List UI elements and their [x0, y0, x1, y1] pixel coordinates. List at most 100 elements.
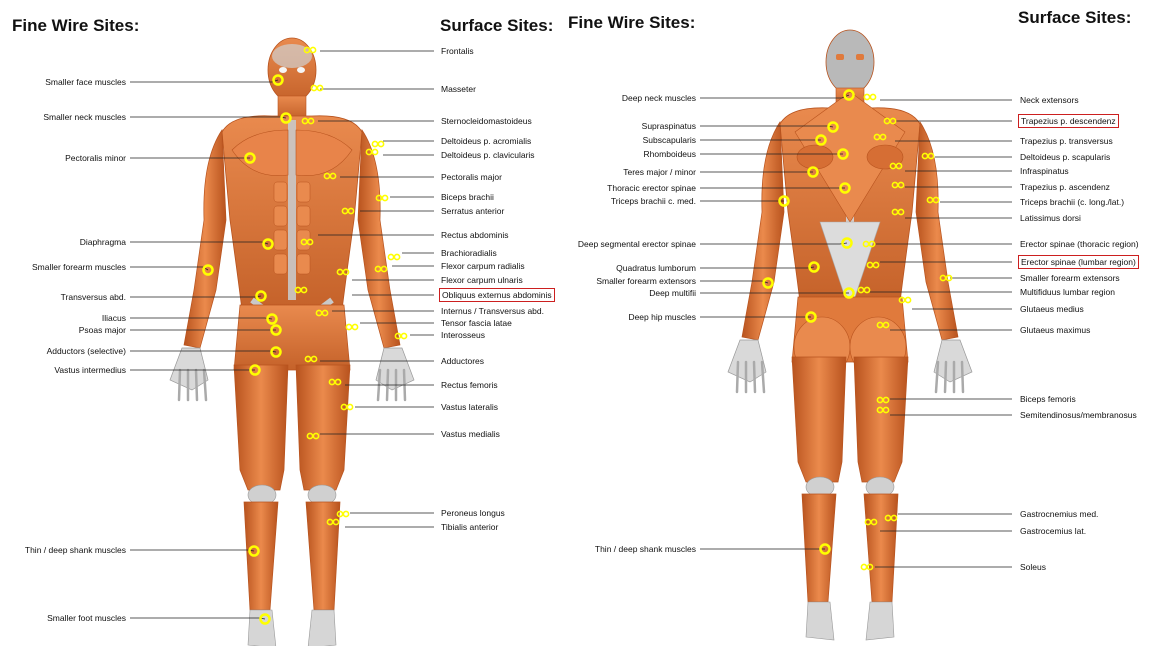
- surface-marker: [861, 564, 866, 569]
- label-frontalis: Frontalis: [441, 46, 474, 56]
- foot: [806, 602, 834, 640]
- label-interosseus: Interosseus: [441, 330, 485, 340]
- label-biceps-brachii: Biceps brachii: [441, 192, 494, 202]
- label-smaller-forearm-extensors: Smaller forearm extensors: [1020, 273, 1120, 283]
- label-masseter: Masseter: [441, 84, 476, 94]
- label-smaller-face-muscles: Smaller face muscles: [45, 77, 126, 87]
- arm: [742, 122, 784, 340]
- label-deep-neck-muscles: Deep neck muscles: [622, 93, 696, 103]
- label-pectoralis-major: Pectoralis major: [441, 172, 502, 182]
- label-quadratus-lumborum: Quadratus lumborum: [616, 263, 696, 273]
- label-tibialis-anterior: Tibialis anterior: [441, 522, 498, 532]
- label-triceps-brachii-c-long-lat: Triceps brachii (c. long./lat.): [1020, 197, 1124, 207]
- thigh: [296, 365, 350, 490]
- label-internus-transversus-abd: Internus / Transversus abd.: [441, 306, 544, 316]
- label-deep-segmental-erector-spinae: Deep segmental erector spinae: [578, 239, 696, 249]
- surface-marker: [388, 254, 393, 259]
- label-biceps-femoris: Biceps femoris: [1020, 394, 1076, 404]
- label-smaller-forearm-muscles: Smaller forearm muscles: [32, 262, 126, 272]
- front-surface-header: Surface Sites:: [440, 16, 553, 36]
- label-erector-spinae-thoracic-region: Erector spinae (thoracic region): [1020, 239, 1139, 249]
- foot: [866, 602, 894, 640]
- shank: [244, 502, 278, 610]
- label-rectus-abdominis: Rectus abdominis: [441, 230, 509, 240]
- surface-marker: [346, 324, 351, 329]
- label-trapezius-p-descendenz: Trapezius p. descendenz: [1020, 116, 1117, 126]
- label-gastrocemius-lat: Gastrocemius lat.: [1020, 526, 1086, 536]
- arm: [184, 130, 226, 348]
- back-fine-wire-header: Fine Wire Sites:: [568, 13, 695, 33]
- label-peroneus-longus: Peroneus longus: [441, 508, 505, 518]
- label-infraspinatus: Infraspinatus: [1020, 166, 1069, 176]
- surface-marker: [310, 47, 315, 52]
- label-smaller-foot-muscles: Smaller foot muscles: [47, 613, 126, 623]
- label-soleus: Soleus: [1020, 562, 1046, 572]
- label-deep-multifii: Deep multifii: [649, 288, 696, 298]
- thigh: [792, 357, 846, 482]
- label-trapezius-p-transversus: Trapezius p. transversus: [1020, 136, 1113, 146]
- label-smaller-neck-muscles: Smaller neck muscles: [43, 112, 126, 122]
- surface-marker: [870, 94, 875, 99]
- label-trapezius-p-ascendenz: Trapezius p. ascendenz: [1020, 182, 1110, 192]
- back-body-figure: [728, 30, 972, 640]
- label-vastus-intermedius: Vastus intermedius: [54, 365, 126, 375]
- surface-marker: [401, 333, 406, 338]
- surface-marker: [905, 297, 910, 302]
- label-vastus-medialis: Vastus medialis: [441, 429, 500, 439]
- label-supraspinatus: Supraspinatus: [642, 121, 696, 131]
- label-latissimus-dorsi: Latissimus dorsi: [1020, 213, 1081, 223]
- surface-marker: [311, 85, 316, 90]
- label-adductores: Adductores: [441, 356, 484, 366]
- shank: [802, 494, 836, 602]
- surface-marker: [372, 149, 377, 154]
- label-adductors-selective: Adductors (selective): [47, 346, 126, 356]
- surface-marker: [946, 275, 951, 280]
- label-smaller-forearm-extensors: Smaller forearm extensors: [596, 276, 696, 286]
- label-glutaeus-medius: Glutaeus medius: [1020, 304, 1084, 314]
- thigh: [854, 357, 908, 482]
- surface-marker: [394, 254, 399, 259]
- label-gastrocnemius-med: Gastrocnemius med.: [1020, 509, 1098, 519]
- label-rectus-femoris: Rectus femoris: [441, 380, 498, 390]
- label-thin-deep-shank-muscles: Thin / deep shank muscles: [595, 544, 696, 554]
- label-thin-deep-shank-muscles: Thin / deep shank muscles: [25, 545, 126, 555]
- label-teres-major-minor: Teres major / minor: [623, 167, 696, 177]
- label-diaphragma: Diaphragma: [80, 237, 126, 247]
- surface-marker: [382, 195, 387, 200]
- label-transversus-abd: Transversus abd.: [61, 292, 126, 302]
- label-psoas-major: Psoas major: [79, 325, 126, 335]
- label-sternocleidomastoideus: Sternocleidomastoideus: [441, 116, 532, 126]
- label-semitendinosus-membranosus: Semitendinosus/membranosus: [1020, 410, 1137, 420]
- label-deltoideus-p-acromialis: Deltoideus p. acromialis: [441, 136, 531, 146]
- label-thoracic-erector-spinae: Thoracic erector spinae: [607, 183, 696, 193]
- shank: [306, 502, 340, 610]
- label-brachioradialis: Brachioradialis: [441, 248, 497, 258]
- head: [826, 30, 874, 94]
- label-pectoralis-minor: Pectoralis minor: [65, 153, 126, 163]
- surface-marker: [343, 511, 348, 516]
- label-subscapularis: Subscapularis: [643, 135, 696, 145]
- label-deep-hip-muscles: Deep hip muscles: [628, 312, 696, 322]
- shank: [864, 494, 898, 602]
- label-vastus-lateralis: Vastus lateralis: [441, 402, 498, 412]
- surface-marker: [347, 404, 352, 409]
- thigh: [234, 365, 288, 490]
- surface-marker: [352, 324, 357, 329]
- label-deltoideus-p-scapularis: Deltoideus p. scapularis: [1020, 152, 1110, 162]
- label-flexor-carpum-ulnaris: Flexor carpum ulnaris: [441, 275, 523, 285]
- label-flexor-carpum-radialis: Flexor carpum radialis: [441, 261, 525, 271]
- surface-marker: [378, 141, 383, 146]
- back-surface-header: Surface Sites:: [1018, 8, 1131, 28]
- label-neck-extensors: Neck extensors: [1020, 95, 1079, 105]
- pelvis: [234, 305, 350, 370]
- label-triceps-brachii-c-med: Triceps brachii c. med.: [611, 196, 696, 206]
- front-body-figure: [170, 38, 414, 646]
- label-obliquus-externus-abdominis: Obliquus externus abdominis: [441, 290, 553, 300]
- label-deltoideus-p-clavicularis: Deltoideus p. clavicularis: [441, 150, 535, 160]
- label-iliacus: Iliacus: [102, 313, 126, 323]
- surface-marker: [317, 85, 322, 90]
- foot: [308, 610, 336, 646]
- surface-marker: [337, 511, 342, 516]
